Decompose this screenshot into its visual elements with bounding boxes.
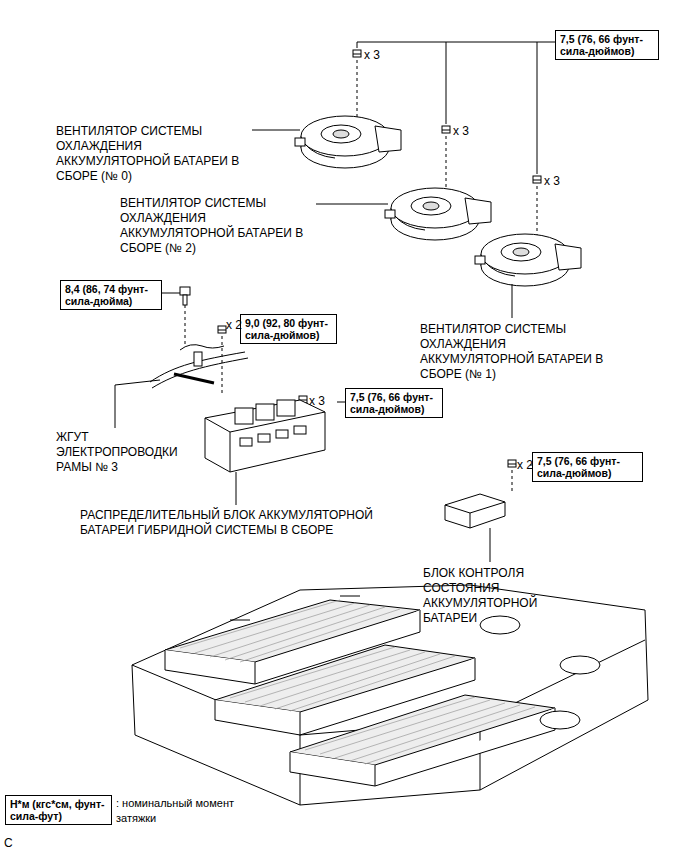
torque-box: 7,5 (76, 66 фунт-сила-дюймов) — [532, 452, 643, 482]
part-name: РАСПРЕДЕЛИТЕЛЬНЫЙ БЛОК АККУМУЛЯТОРНОЙ БА… — [80, 508, 380, 538]
torque-value: 9,0 (92, 80 фунт-сила-дюймов) — [245, 317, 332, 341]
torque-value: 7,5 (76, 66 фунт-сила-дюймов) — [560, 33, 654, 57]
torque-box: 7,5 (76, 66 фунт-сила-дюймов) — [345, 388, 443, 418]
part-name: ВЕНТИЛЯТОР СИСТЕМЫ ОХЛАЖДЕНИЯ АККУМУЛЯТО… — [420, 322, 610, 382]
battery-pack — [132, 585, 648, 805]
dashed-lines — [185, 60, 537, 492]
legend-box: Н*м (кгс*см, фунт-сила-фут) — [5, 795, 112, 825]
torque-value: 7,5 (76, 66 фунт-сила-дюймов) — [537, 455, 638, 479]
part-name: БЛОК КОНТРОЛЯ СОСТОЯНИЯ АККУМУЛЯТОРНОЙ Б… — [423, 566, 563, 626]
figure-code: C — [4, 836, 24, 851]
fan-leaders — [252, 130, 512, 318]
torque-value: Н*м (кгс*см, фунт-сила-фут) — [10, 798, 107, 822]
bolt — [180, 287, 190, 305]
torque-value: 7,5 (76, 66 фунт-сила-дюймов) — [350, 391, 438, 415]
quantity: x 3 — [544, 174, 584, 189]
quantity: x 3 — [364, 48, 404, 63]
part-name: ВЕНТИЛЯТОР СИСТЕМЫ ОХЛАЖДЕНИЯ АККУМУЛЯТО… — [56, 124, 246, 184]
torque-box: 7,5 (76, 66 фунт-сила-дюймов) — [555, 30, 659, 60]
quantity: x 3 — [309, 394, 339, 409]
cell-pattern — [180, 600, 535, 764]
fans — [295, 116, 581, 286]
torque-box: 8,4 (86, 74 фунт-сила-дюйма) — [60, 280, 162, 310]
legend-note: : номинальный момент затяжки — [116, 796, 246, 826]
distribution-block — [205, 400, 325, 505]
part-name: ЖГУТ ЭЛЕКТРОПРОВОДКИ РАМЫ № 3 — [56, 430, 186, 475]
torque-box: 9,0 (92, 80 фунт-сила-дюймов) — [240, 314, 337, 344]
quantity: x 3 — [453, 124, 493, 139]
torque-value: 8,4 (86, 74 фунт-сила-дюйма) — [65, 283, 157, 307]
quantity: x 2 — [226, 318, 242, 333]
monitoring-unit — [445, 494, 505, 562]
part-name: ВЕНТИЛЯТОР СИСТЕМЫ ОХЛАЖДЕНИЯ АККУМУЛЯТО… — [120, 196, 310, 256]
quantity: x 2 — [517, 458, 533, 473]
